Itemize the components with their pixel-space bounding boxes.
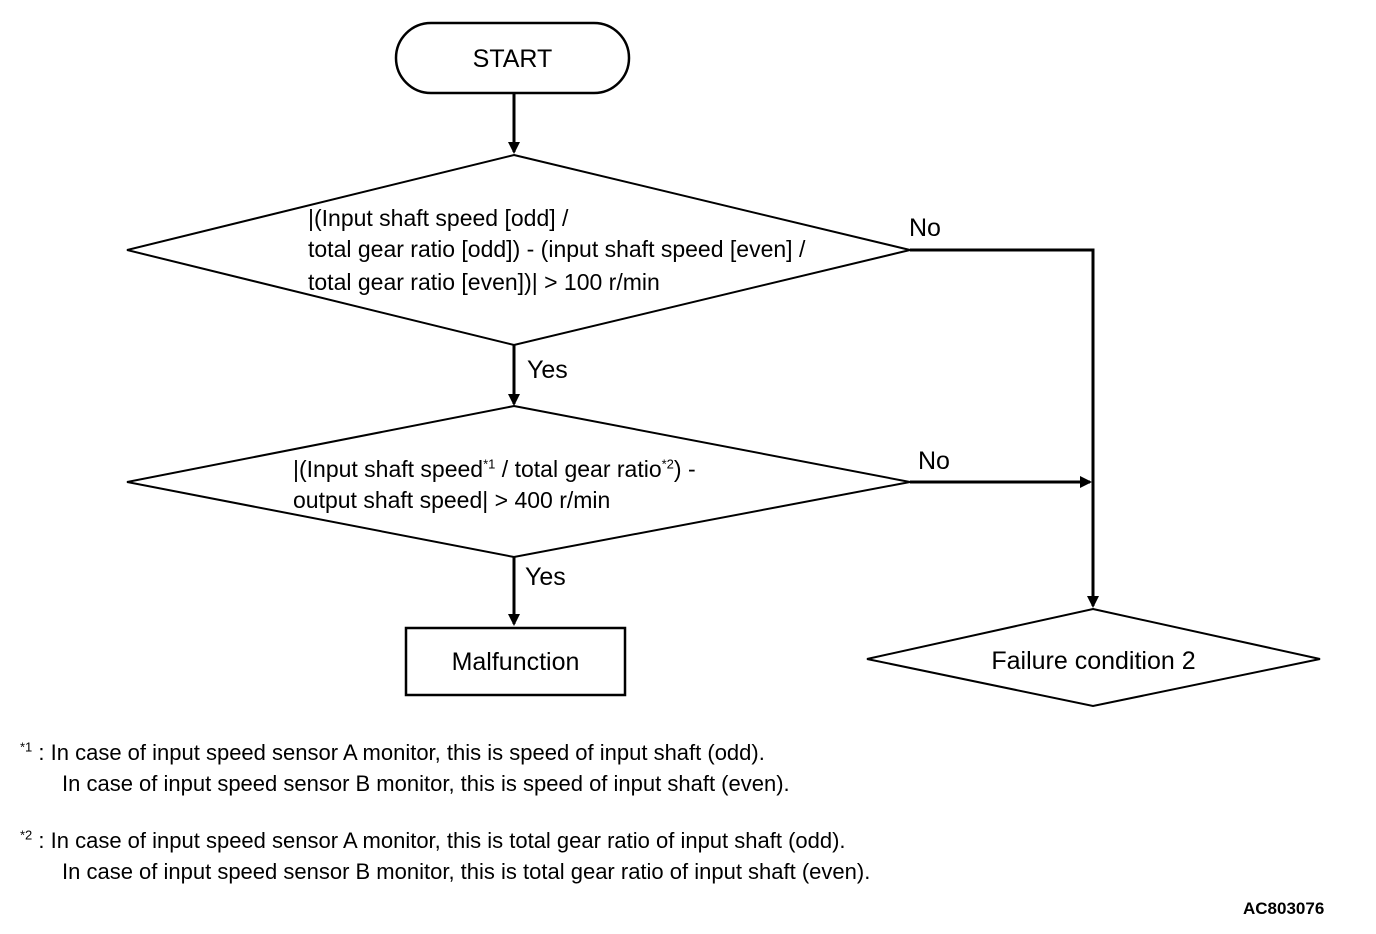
decision1-yes-label: Yes xyxy=(527,356,568,384)
figure-code: AC803076 xyxy=(1243,899,1325,918)
footnote-2-line2: In case of input speed sensor B monitor,… xyxy=(62,859,871,884)
decision2-line2: output shaft speed| > 400 r/min xyxy=(293,487,611,513)
decision1-line2: total gear ratio [odd]) - (input shaft s… xyxy=(308,236,806,262)
decision2-no-label: No xyxy=(918,447,950,475)
footnote-1-line1: *1 : In case of input speed sensor A mon… xyxy=(20,739,765,765)
footnote-1-mark: *1 xyxy=(20,739,33,755)
decision1-no-label: No xyxy=(909,214,941,242)
decision2-sup2: *2 xyxy=(661,456,674,472)
malfunction-box xyxy=(404,626,627,697)
footnote-1-line2: In case of input speed sensor B monitor,… xyxy=(62,771,790,796)
decision1-no-line xyxy=(910,248,1099,608)
decision2-line1: |(Input shaft speed*1 / total gear ratio… xyxy=(293,456,696,482)
footnote-1-text1: In case of input speed sensor A monitor,… xyxy=(50,740,765,765)
start-label: START xyxy=(472,45,553,73)
decision2-part2: / total gear ratio xyxy=(495,456,662,482)
footnote-1-sep: : xyxy=(32,740,51,765)
malfunction-label: Malfunction xyxy=(451,648,580,676)
decision2-part1: |(Input shaft speed xyxy=(293,456,484,482)
footnote-2-sep: : xyxy=(32,828,51,853)
decision2-yes-label: Yes xyxy=(525,563,566,591)
decision1-line3: total gear ratio [even])| > 100 r/min xyxy=(308,269,660,295)
decision2-part3: ) - xyxy=(673,456,696,482)
failure-diamond xyxy=(866,607,1321,708)
footnote-2-text1: In case of input speed sensor A monitor,… xyxy=(50,828,846,853)
decision2-sup1: *1 xyxy=(483,456,496,472)
footnote-2-line1: *2 : In case of input speed sensor A mon… xyxy=(20,827,846,853)
footnote-2-mark: *2 xyxy=(20,827,33,843)
decision1-line1: |(Input shaft speed [odd] / xyxy=(308,205,569,231)
failure-label: Failure condition 2 xyxy=(991,647,1196,675)
